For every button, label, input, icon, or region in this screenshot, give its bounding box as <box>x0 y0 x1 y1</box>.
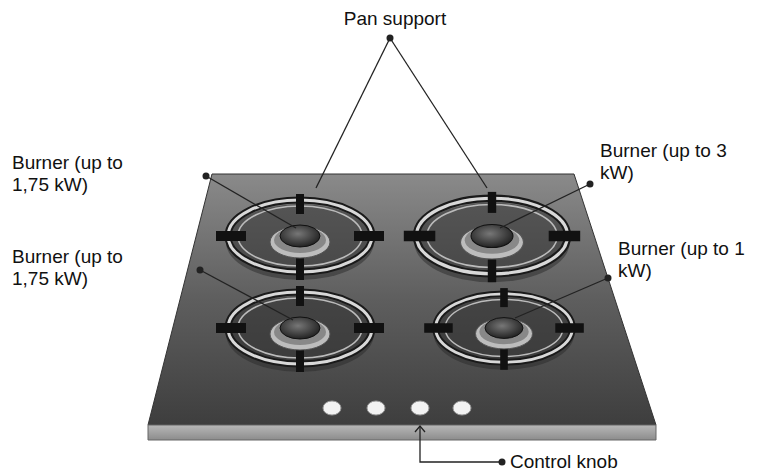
part-label: Burner (up to 1,75 kW) <box>12 152 152 196</box>
part-label: Control knob <box>510 451 660 473</box>
part-label: Burner (up to 1,75 kW) <box>12 246 152 290</box>
part-label: Burner (up to 1 kW) <box>618 238 768 282</box>
part-label: Burner (up to 3 kW) <box>600 140 750 184</box>
part-label: Pan support <box>330 8 460 30</box>
